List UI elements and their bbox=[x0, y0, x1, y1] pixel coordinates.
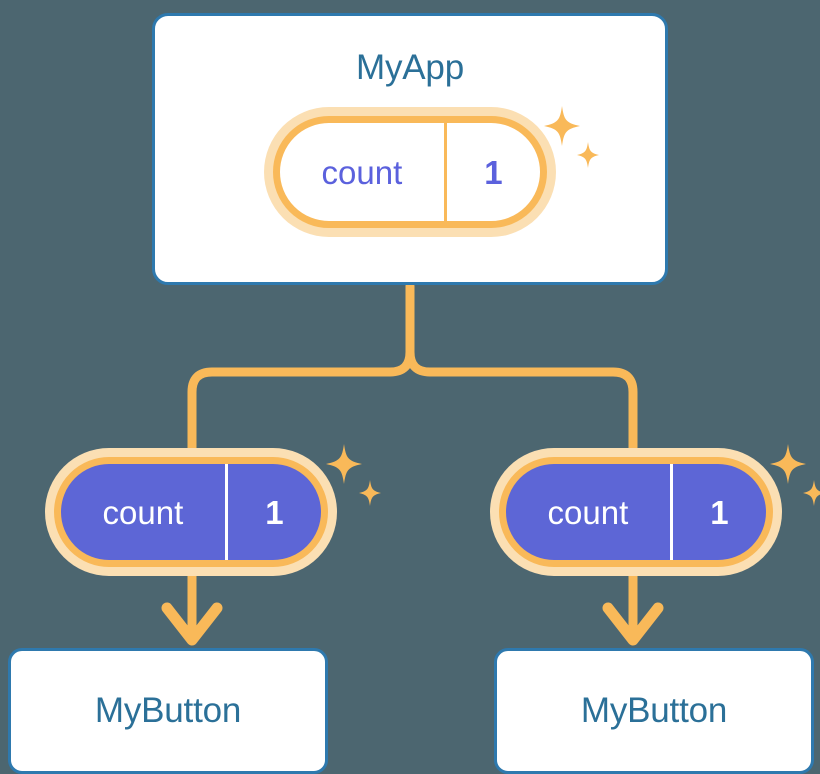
state-pill-mybutton-right[interactable]: count 1 bbox=[490, 448, 782, 576]
state-key: count bbox=[280, 123, 447, 221]
state-value: 1 bbox=[710, 493, 729, 531]
state-key: count bbox=[61, 464, 228, 560]
state-value: 1 bbox=[265, 493, 284, 531]
arrow-down-icon-left bbox=[161, 572, 223, 646]
pill-body: count 1 bbox=[273, 116, 547, 228]
component-card-mybutton-left[interactable]: MyButton bbox=[8, 648, 328, 774]
pill-body: count 1 bbox=[499, 457, 773, 567]
component-card-mybutton-right[interactable]: MyButton bbox=[494, 648, 814, 774]
page-title: MyApp bbox=[356, 48, 464, 87]
state-pill-mybutton-left[interactable]: count 1 bbox=[45, 448, 337, 576]
pill-body: count 1 bbox=[54, 457, 328, 567]
arrow-down-icon-right bbox=[602, 572, 664, 646]
component-label: MyButton bbox=[94, 691, 242, 730]
state-pill-myapp[interactable]: count 1 bbox=[264, 107, 556, 237]
component-label: MyButton bbox=[580, 691, 728, 730]
state-value: 1 bbox=[484, 153, 503, 191]
state-key: count bbox=[506, 464, 673, 560]
